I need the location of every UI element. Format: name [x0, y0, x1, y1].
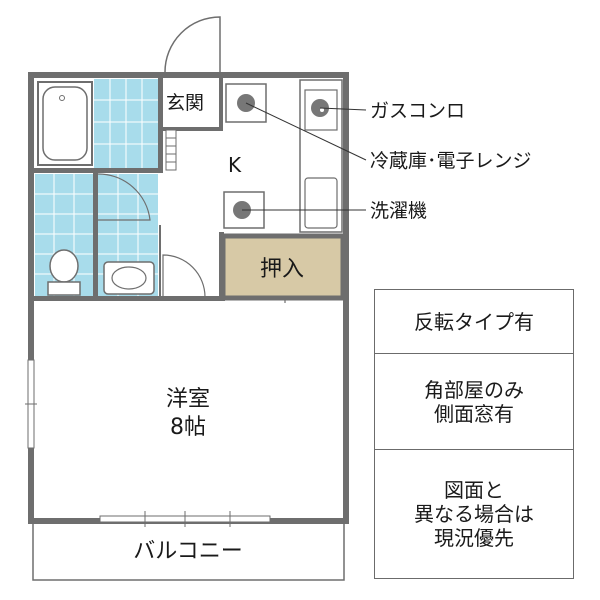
tile-grid-bath — [94, 79, 158, 168]
wall-toilet-right — [93, 173, 98, 297]
stove-burner-center — [320, 108, 324, 112]
sink — [304, 177, 338, 229]
bathtub-drain — [59, 95, 65, 101]
callout-gas-stove: ガスコンロ — [370, 100, 465, 122]
room-door — [162, 254, 206, 298]
wash-basin-bowl — [111, 266, 147, 290]
balcony-window-marks — [144, 511, 231, 527]
entrance-door — [165, 18, 218, 75]
note-reverse-type: 反転タイプ有 — [375, 290, 573, 354]
label-entrance: 玄関 — [166, 92, 204, 114]
bathtub-basin — [42, 86, 88, 161]
label-kitchen: K — [228, 153, 242, 177]
label-western-room-size: 8帖 — [170, 415, 206, 440]
toilet-tank — [47, 281, 81, 296]
wall-bath-right — [158, 78, 163, 173]
entrance-step — [163, 127, 223, 131]
label-western-room: 洋室 — [166, 387, 210, 412]
entrance-door-arc — [164, 16, 221, 73]
label-closet: 押入 — [260, 257, 304, 282]
wall-room-top — [31, 296, 163, 301]
wall-bath-bottom — [34, 168, 162, 173]
notes-box: 反転タイプ有 角部屋のみ 側面窓有 図面と 異なる場合は 現況優先 — [374, 289, 574, 579]
toilet-bowl — [49, 249, 79, 283]
label-balcony: バルコニー — [133, 539, 243, 564]
washroom-door — [97, 173, 151, 221]
wall-kitchen-bottom-left — [160, 296, 225, 301]
balcony — [32, 517, 345, 581]
wall-closet-left — [219, 232, 224, 300]
shoe-rack — [165, 129, 177, 171]
note-corner-window: 角部屋のみ 側面窓有 — [375, 354, 573, 450]
callout-washer: 洗濯機 — [370, 200, 427, 222]
callout-lines — [242, 102, 367, 211]
closet — [220, 233, 346, 301]
note-actual-priority: 図面と 異なる場合は 現況優先 — [414, 478, 534, 550]
entrance-wall-right — [219, 76, 223, 130]
callout-fridge-microwave: 冷蔵庫･電子レンジ — [370, 150, 532, 172]
